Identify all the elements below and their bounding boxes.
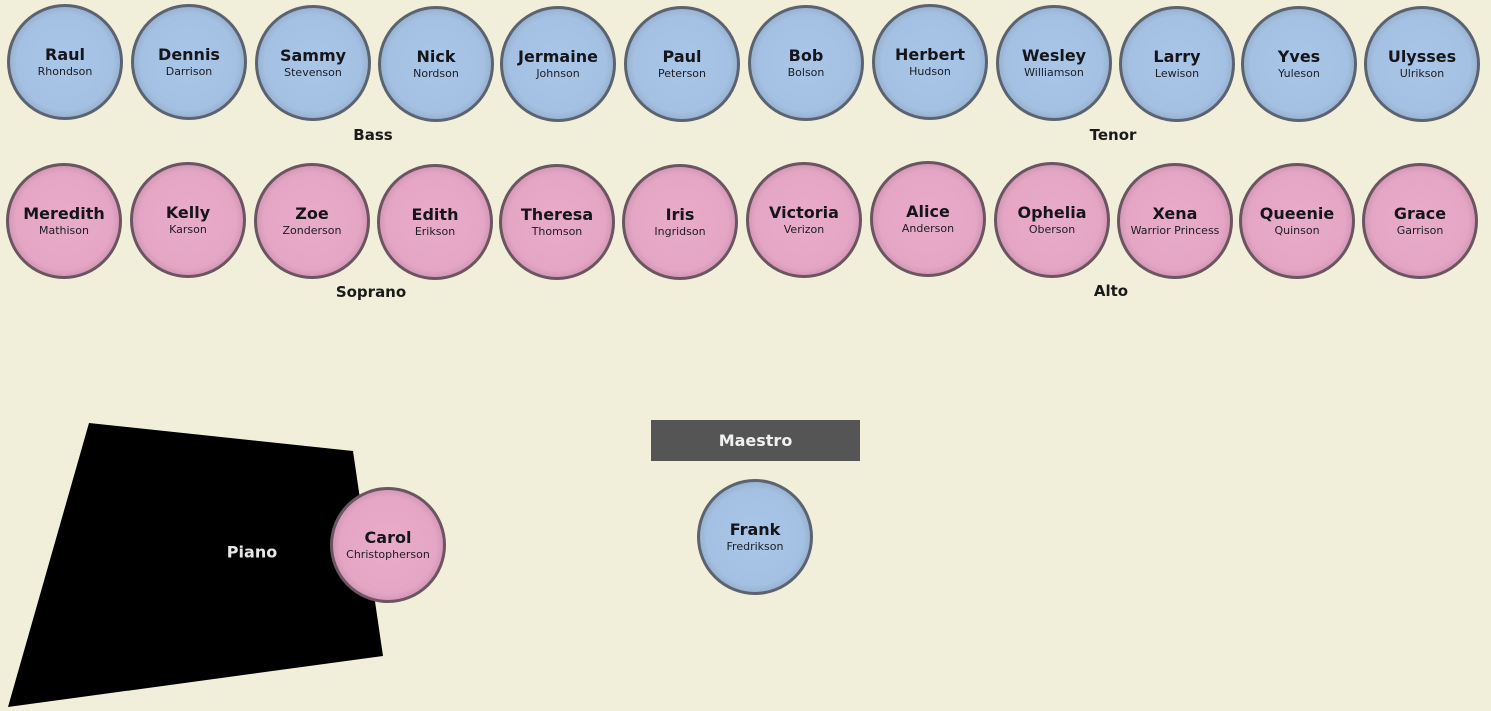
seat-last-name: Peterson: [657, 67, 707, 80]
seat-first-name: Dennis: [158, 45, 220, 64]
seat-first-name: Raul: [45, 45, 85, 64]
seat-last-name: Ulrikson: [1399, 67, 1445, 80]
seat-last-name: Darrison: [165, 65, 213, 78]
seat-last-name: Warrior Princess: [1130, 224, 1220, 237]
seat-first-name: Yves: [1277, 47, 1321, 66]
section-label-alto: Alto: [1093, 282, 1129, 300]
seat-men-9[interactable]: Wesley Williamson: [996, 5, 1112, 121]
seat-men-5[interactable]: Jermaine Johnson: [500, 6, 616, 122]
seat-women-12[interactable]: Grace Garrison: [1362, 163, 1478, 279]
seat-first-name: Sammy: [279, 46, 347, 65]
piano-shape[interactable]: [0, 420, 390, 711]
seat-last-name: Verizon: [783, 223, 825, 236]
section-label-bass: Bass: [353, 126, 393, 144]
seat-women-2[interactable]: Kelly Karson: [130, 162, 246, 278]
seat-men-3[interactable]: Sammy Stevenson: [255, 5, 371, 121]
seat-conductor[interactable]: Frank Fredrikson: [697, 479, 813, 595]
seat-last-name: Christopherson: [346, 548, 430, 561]
seat-women-3[interactable]: Zoe Zonderson: [254, 163, 370, 279]
seat-women-7[interactable]: Victoria Verizon: [746, 162, 862, 278]
section-label-soprano: Soprano: [335, 283, 407, 301]
seat-women-11[interactable]: Queenie Quinson: [1239, 163, 1355, 279]
seat-first-name: Carol: [364, 528, 412, 547]
seat-women-6[interactable]: Iris Ingridson: [622, 164, 738, 280]
seat-first-name: Iris: [665, 205, 695, 224]
seat-first-name: Theresa: [520, 205, 594, 224]
seat-first-name: Kelly: [165, 203, 211, 222]
seat-women-10[interactable]: Xena Warrior Princess: [1117, 163, 1233, 279]
seat-first-name: Xena: [1152, 204, 1198, 223]
seat-women-1[interactable]: Meredith Mathison: [6, 163, 122, 279]
seat-last-name: Johnson: [536, 67, 580, 80]
seat-last-name: Quinson: [1274, 224, 1320, 237]
seat-first-name: Bob: [788, 46, 824, 65]
maestro-podium[interactable]: Maestro: [651, 420, 860, 461]
seat-first-name: Alice: [906, 202, 950, 221]
podium-label: Maestro: [718, 431, 793, 450]
seat-last-name: Nordson: [413, 67, 459, 80]
seat-women-4[interactable]: Edith Erikson: [377, 164, 493, 280]
seat-last-name: Williamson: [1024, 66, 1084, 79]
seat-first-name: Edith: [411, 205, 459, 224]
seat-last-name: Lewison: [1154, 67, 1200, 80]
seat-first-name: Jermaine: [518, 47, 598, 66]
seat-last-name: Ingridson: [654, 225, 706, 238]
seat-last-name: Anderson: [901, 222, 955, 235]
seat-last-name: Rhondson: [37, 65, 93, 78]
seat-last-name: Oberson: [1028, 223, 1076, 236]
seat-last-name: Mathison: [38, 224, 89, 237]
seat-women-5[interactable]: Theresa Thomson: [499, 164, 615, 280]
seat-pianist[interactable]: Carol Christopherson: [330, 487, 446, 603]
seat-first-name: Nick: [416, 47, 456, 66]
seat-first-name: Ophelia: [1017, 203, 1087, 222]
seat-first-name: Wesley: [1021, 46, 1087, 65]
seat-first-name: Queenie: [1259, 204, 1335, 223]
seat-men-6[interactable]: Paul Peterson: [624, 6, 740, 122]
seat-last-name: Zonderson: [282, 224, 342, 237]
seat-first-name: Grace: [1393, 204, 1447, 223]
piano-label: Piano: [226, 542, 278, 562]
seat-women-8[interactable]: Alice Anderson: [870, 161, 986, 277]
seat-last-name: Bolson: [787, 66, 825, 79]
seat-first-name: Herbert: [895, 45, 965, 64]
seat-women-9[interactable]: Ophelia Oberson: [994, 162, 1110, 278]
seat-men-4[interactable]: Nick Nordson: [378, 6, 494, 122]
seat-last-name: Fredrikson: [726, 540, 784, 553]
section-label-tenor: Tenor: [1089, 126, 1137, 144]
seat-last-name: Stevenson: [284, 66, 342, 79]
seat-first-name: Larry: [1153, 47, 1201, 66]
seat-first-name: Meredith: [23, 204, 105, 223]
seat-first-name: Zoe: [295, 204, 329, 223]
seat-first-name: Ulysses: [1387, 47, 1457, 66]
seat-first-name: Victoria: [769, 203, 839, 222]
men-row: Raul Rhondson Dennis Darrison Sammy Stev…: [0, 4, 1491, 128]
seat-men-7[interactable]: Bob Bolson: [748, 5, 864, 121]
seat-last-name: Karson: [169, 223, 207, 236]
seat-last-name: Yuleson: [1278, 67, 1320, 80]
seat-first-name: Paul: [662, 47, 702, 66]
women-row: Meredith Mathison Kelly Karson Zoe Zonde…: [0, 161, 1491, 285]
seat-last-name: Erikson: [414, 225, 456, 238]
seat-men-12[interactable]: Ulysses Ulrikson: [1364, 6, 1480, 122]
seat-men-1[interactable]: Raul Rhondson: [7, 4, 123, 120]
seat-men-8[interactable]: Herbert Hudson: [872, 4, 988, 120]
seat-men-2[interactable]: Dennis Darrison: [131, 4, 247, 120]
seat-last-name: Hudson: [909, 65, 951, 78]
seat-last-name: Thomson: [531, 225, 583, 238]
seat-men-10[interactable]: Larry Lewison: [1119, 6, 1235, 122]
seat-men-11[interactable]: Yves Yuleson: [1241, 6, 1357, 122]
seat-first-name: Frank: [729, 520, 781, 539]
seat-last-name: Garrison: [1396, 224, 1444, 237]
